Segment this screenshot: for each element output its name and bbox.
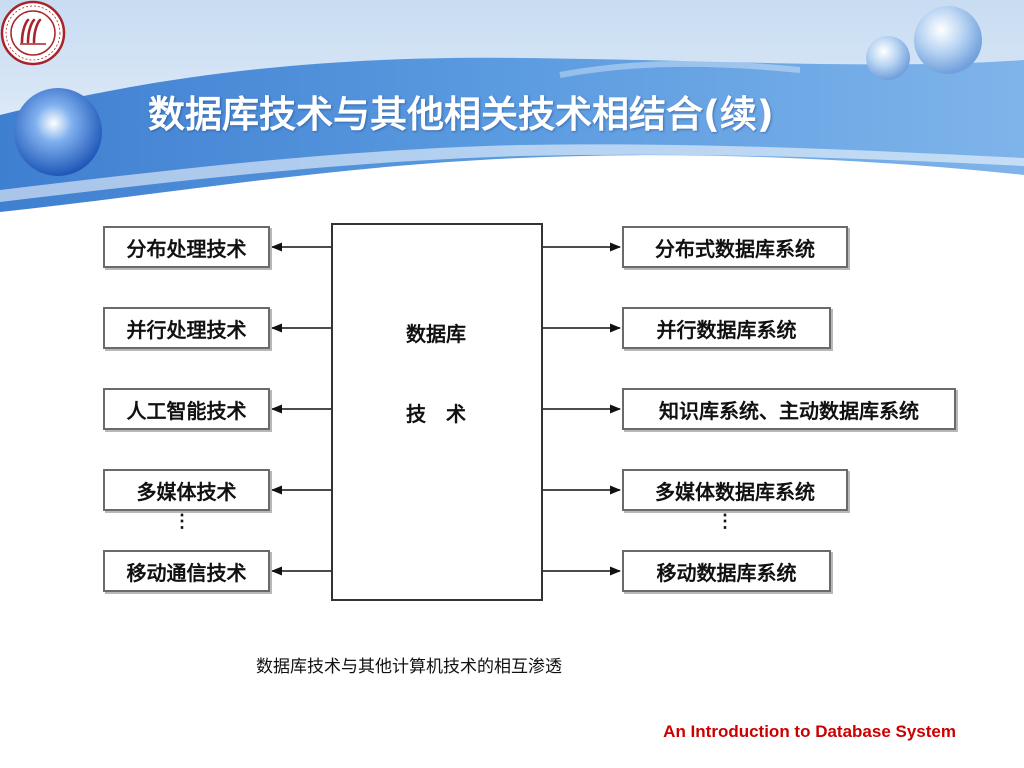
slide-header: 数据库技术与其他相关技术相结合(续) (0, 0, 1024, 230)
left-box-parallel-processing: 并行处理技术 (103, 307, 270, 349)
right-box-knowledge-active-database: 知识库系统、主动数据库系统 (622, 388, 956, 430)
database-technology-box (331, 223, 543, 601)
right-box-mobile-database: 移动数据库系统 (622, 550, 831, 592)
decorative-sphere-icon (866, 36, 910, 80)
decorative-sphere-icon (14, 88, 102, 176)
header-background (0, 0, 1024, 212)
diagram-caption: 数据库技术与其他计算机技术的相互渗透 (256, 657, 562, 677)
university-seal-icon (0, 0, 66, 66)
right-box-multimedia-database: 多媒体数据库系统 (622, 469, 848, 511)
center-label-line2: 技 术 (406, 402, 466, 426)
slide-title: 数据库技术与其他相关技术相结合(续) (148, 93, 774, 136)
left-box-mobile-communication: 移动通信技术 (103, 550, 270, 592)
left-box-multimedia: 多媒体技术 (103, 469, 270, 511)
right-ellipsis: ⋮ (716, 511, 734, 532)
center-label-line1: 数据库 (406, 322, 466, 346)
right-box-distributed-database: 分布式数据库系统 (622, 226, 848, 268)
left-box-distributed-processing: 分布处理技术 (103, 226, 270, 268)
left-ellipsis: ⋮ (173, 511, 191, 532)
decorative-sphere-icon (914, 6, 982, 74)
footer-course-title: An Introduction to Database System (663, 722, 956, 741)
right-box-parallel-database: 并行数据库系统 (622, 307, 831, 349)
left-box-artificial-intelligence: 人工智能技术 (103, 388, 270, 430)
